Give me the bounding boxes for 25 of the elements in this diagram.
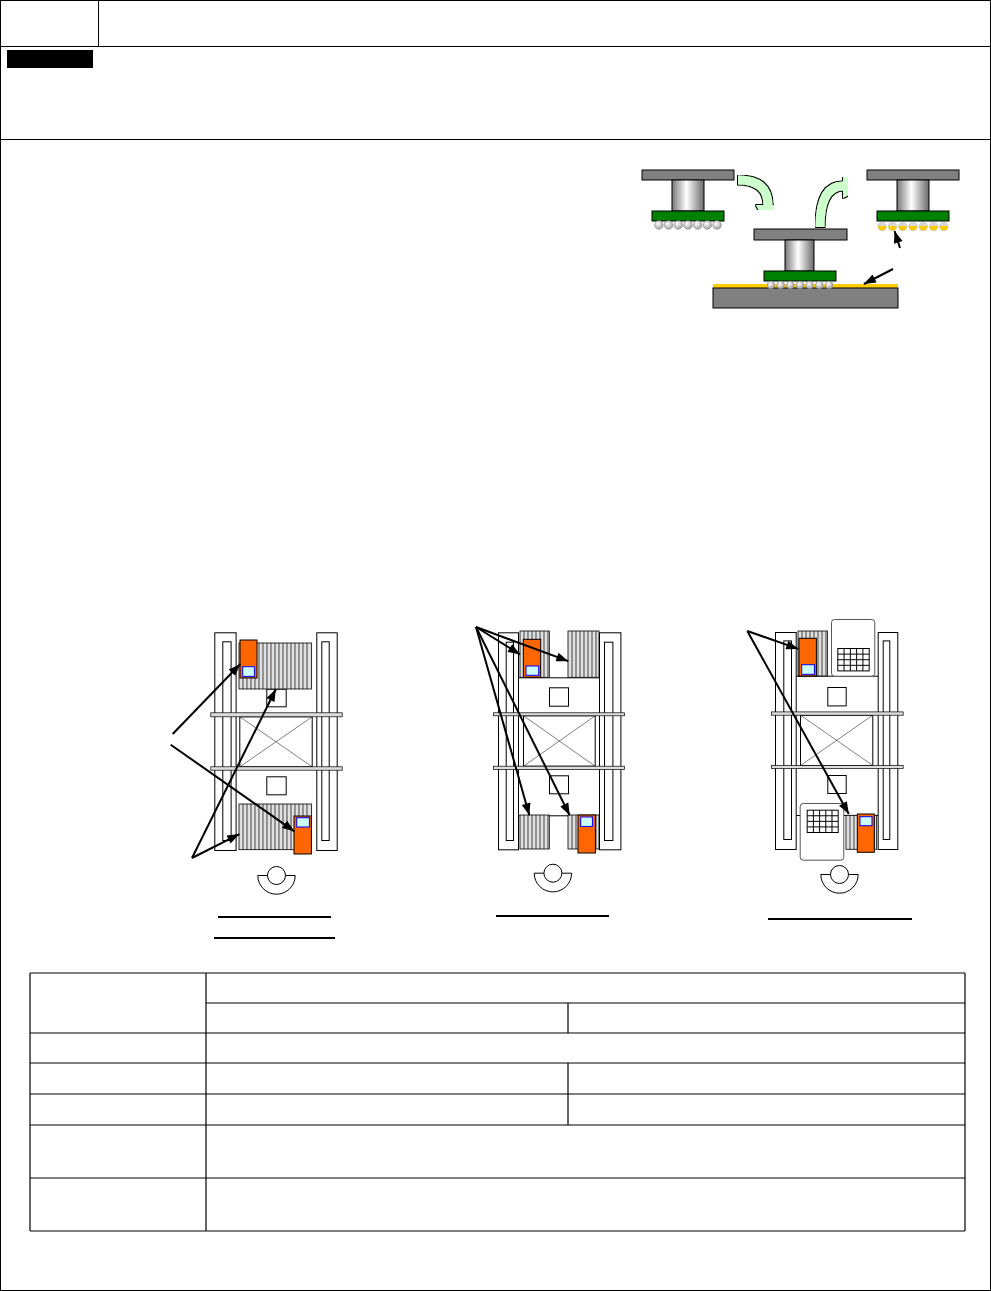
striped-module xyxy=(568,631,600,678)
leader-arrow xyxy=(191,833,241,859)
leader-arrow xyxy=(191,688,277,859)
bump-row xyxy=(877,222,949,231)
striped-module xyxy=(520,815,550,850)
leader-arrow xyxy=(475,626,521,656)
control-unit xyxy=(294,816,312,855)
module-with-control-unit xyxy=(520,631,550,678)
leader-arrow xyxy=(746,630,800,650)
bonding-head-drawing xyxy=(865,168,963,222)
heading-bar xyxy=(7,50,93,68)
module-with-control-unit xyxy=(798,631,828,676)
leader-arrow xyxy=(893,230,903,249)
leader-arrow xyxy=(475,626,570,663)
bonding-head-drawing xyxy=(640,168,738,230)
leader-arrow xyxy=(475,626,571,817)
bonding-head-drawing xyxy=(752,227,849,289)
module-with-control-unit xyxy=(568,815,600,854)
leader-arrow xyxy=(746,630,850,815)
substrate-block xyxy=(713,288,898,308)
leader-arrow xyxy=(171,663,242,735)
leader-arrow xyxy=(169,743,296,833)
module-with-control-unit xyxy=(846,814,877,853)
leader-arrow xyxy=(475,626,531,817)
leader-arrow xyxy=(862,268,894,285)
